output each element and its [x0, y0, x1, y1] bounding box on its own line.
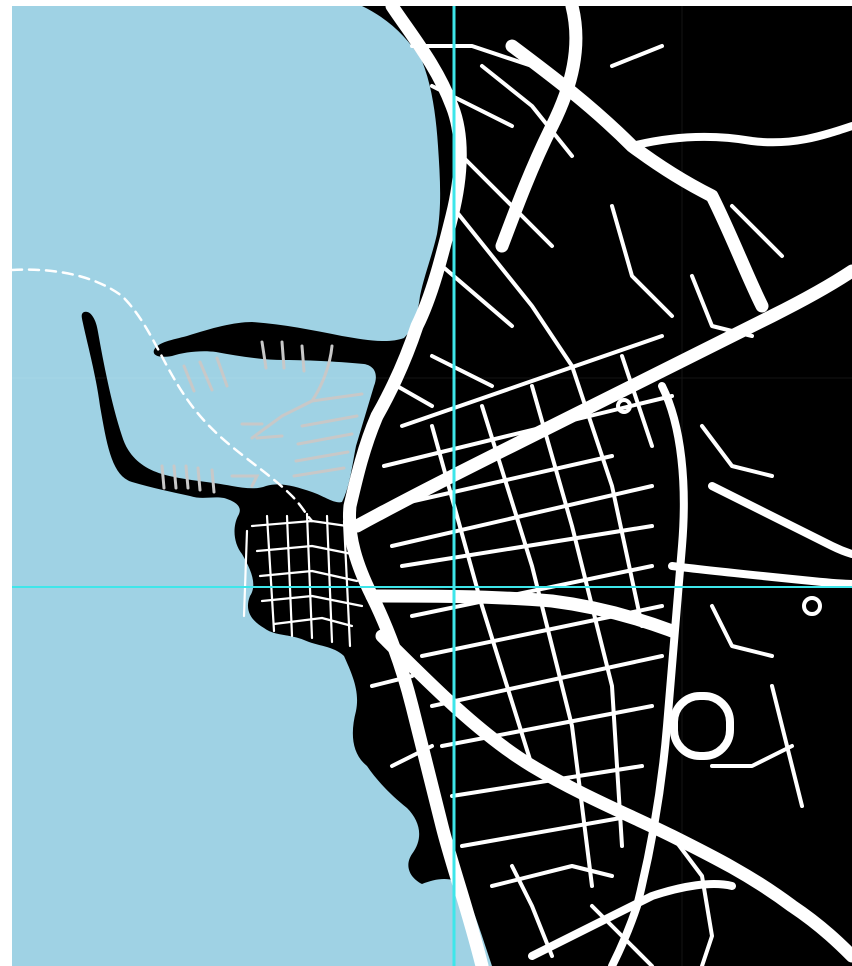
pier-finger	[296, 432, 354, 446]
street	[370, 674, 414, 688]
street	[400, 334, 664, 428]
pier-finger	[182, 364, 196, 393]
alley	[260, 594, 364, 608]
pier-finger	[292, 466, 346, 478]
street	[390, 454, 614, 508]
street	[490, 864, 614, 888]
tile-grid-lines	[12, 6, 852, 966]
pier-jetty	[250, 399, 314, 440]
street	[590, 904, 654, 966]
street	[670, 834, 714, 966]
road-south-link	[528, 880, 736, 960]
alley	[255, 544, 354, 556]
road-diagonal-south	[375, 629, 852, 963]
alley	[258, 569, 359, 583]
pier-finger	[196, 466, 202, 492]
street	[430, 354, 494, 388]
alley	[272, 616, 354, 628]
street	[700, 424, 774, 478]
pier-finger	[300, 344, 306, 373]
roundabout	[616, 398, 632, 414]
street	[610, 204, 674, 318]
street	[570, 364, 644, 628]
pier-finger	[160, 464, 166, 490]
alley	[265, 514, 276, 633]
pier-finger	[260, 340, 268, 370]
pier-finger	[294, 450, 350, 463]
road-ring-east	[608, 382, 688, 966]
street	[480, 64, 574, 158]
major-roads	[342, 6, 852, 966]
pier-jetty	[255, 434, 284, 440]
alley	[342, 519, 352, 648]
road-coastal-north	[342, 6, 489, 966]
street	[770, 684, 804, 808]
street	[710, 744, 794, 768]
road-boulevard-east	[350, 264, 852, 533]
road-avenue-southeast	[365, 589, 679, 638]
street	[430, 84, 514, 128]
street	[620, 354, 654, 448]
ferry-route-dashed	[12, 268, 314, 523]
alley	[285, 514, 294, 638]
pier-finger	[215, 356, 229, 388]
pier-finger	[300, 414, 359, 428]
street	[430, 424, 534, 768]
map-crosshair	[12, 6, 852, 966]
stadium-loop	[670, 692, 734, 760]
alley	[305, 512, 314, 640]
street	[410, 564, 654, 618]
road-east-link	[668, 562, 852, 588]
street	[390, 484, 654, 548]
street	[730, 204, 784, 258]
street	[610, 44, 664, 68]
street	[430, 654, 664, 708]
street	[530, 384, 624, 848]
roundabouts	[616, 398, 822, 760]
alley	[242, 529, 249, 618]
pier-finger	[198, 360, 214, 392]
pier-finger	[280, 340, 286, 370]
pier-finger	[310, 392, 364, 403]
street	[382, 394, 674, 468]
street	[690, 274, 754, 338]
street	[410, 44, 534, 68]
land-area	[81, 6, 852, 966]
street	[450, 204, 574, 368]
pier-jetty	[230, 474, 260, 488]
map-viewport[interactable]	[12, 6, 852, 966]
street	[460, 154, 554, 248]
pier-finger	[172, 464, 178, 490]
street	[390, 744, 434, 768]
street-grid	[370, 44, 804, 966]
pier-finger	[210, 468, 216, 494]
map-canvas[interactable]	[12, 6, 852, 966]
old-town-streets	[242, 512, 364, 648]
street	[460, 814, 634, 848]
street	[480, 404, 594, 888]
roundabout	[802, 596, 822, 616]
pier-finger	[184, 464, 190, 490]
alley	[325, 514, 334, 644]
road-northeast-spur	[628, 122, 852, 150]
street	[450, 764, 644, 798]
road-east-minor	[708, 482, 852, 558]
street	[420, 604, 664, 658]
marina-piers	[160, 340, 364, 494]
street	[395, 384, 434, 408]
street	[440, 704, 654, 748]
street	[710, 604, 774, 658]
